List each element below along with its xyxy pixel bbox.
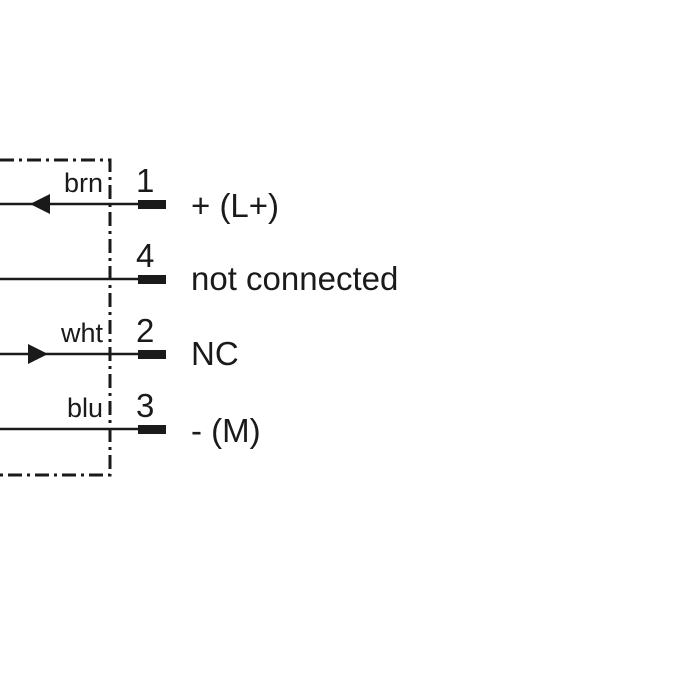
signal-label: not connected <box>191 260 398 297</box>
signal-label: - (M) <box>191 412 261 449</box>
pin-terminal <box>138 200 166 209</box>
pin-number: 4 <box>136 237 154 274</box>
pin-number: 2 <box>136 312 154 349</box>
arrow-right-icon <box>28 344 48 364</box>
pin-number: 1 <box>136 162 154 199</box>
connection-row-1: brn 1 + (L+) <box>0 162 279 224</box>
connection-row-2: 4 not connected <box>0 237 398 297</box>
arrow-left-icon <box>30 194 50 214</box>
connection-row-4: blu 3 - (M) <box>0 387 261 449</box>
signal-label: + (L+) <box>191 187 279 224</box>
signal-label: NC <box>191 335 239 372</box>
pin-terminal <box>138 275 166 284</box>
wire-color-label: wht <box>60 318 104 348</box>
connection-row-3: wht 2 NC <box>0 312 239 372</box>
wire-color-label: blu <box>67 393 103 423</box>
housing-boundary <box>0 158 112 477</box>
pin-number: 3 <box>136 387 154 424</box>
pin-terminal <box>138 425 166 434</box>
pin-terminal <box>138 350 166 359</box>
wire-color-label: brn <box>64 168 103 198</box>
